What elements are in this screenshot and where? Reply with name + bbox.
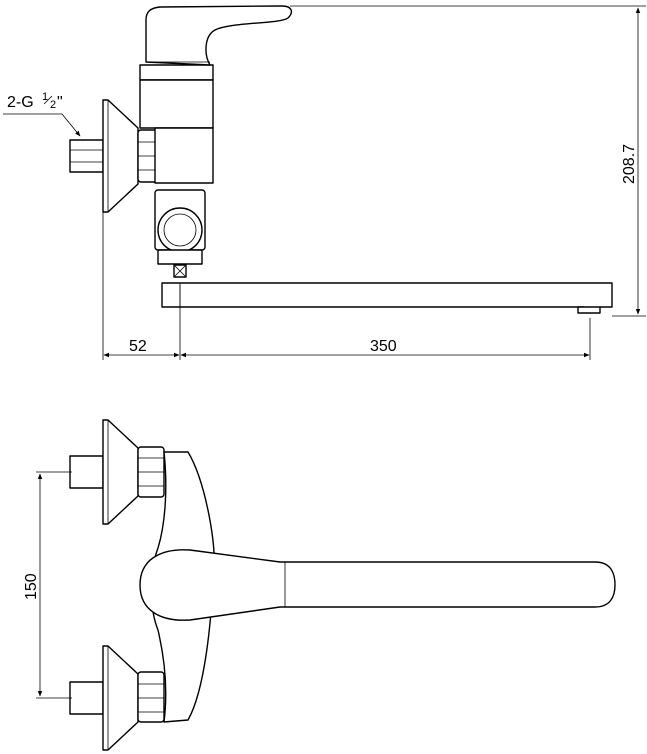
spout-dim-label: 350	[370, 338, 397, 355]
height-dim-label: 208.7	[621, 144, 638, 184]
height-dimension: 208.7	[290, 5, 646, 317]
thread-label: 2-G 1 2 "	[3, 91, 81, 137]
upper-inlet	[69, 419, 165, 525]
thread-label-prefix: 2-G	[7, 94, 34, 111]
spout	[161, 282, 613, 314]
thread-label-den: 2	[50, 99, 56, 111]
front-view: 150	[23, 419, 616, 751]
spacing-dim-label: 150	[23, 573, 40, 600]
spacing-dimension: 150	[23, 471, 72, 699]
thread-label-suffix: "	[57, 94, 63, 111]
horizontal-dimensions: 52 350	[102, 212, 591, 360]
wall-flange	[102, 99, 139, 213]
diverter-body	[154, 189, 206, 278]
mixer-body	[139, 64, 214, 184]
side-view: 2-G 1 2 " 208.7 52 350	[3, 5, 646, 360]
front-spout	[139, 549, 616, 621]
inlet-pipe	[69, 139, 104, 173]
offset-dim-label: 52	[129, 338, 147, 355]
lower-inlet	[69, 645, 165, 751]
lever-handle	[145, 5, 293, 66]
thread-label-num: 1	[42, 91, 48, 103]
